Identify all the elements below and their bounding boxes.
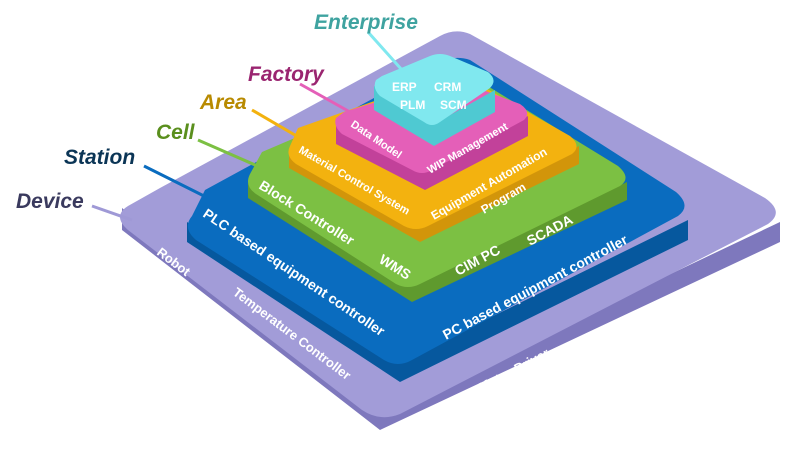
enterprise-layer-top bbox=[374, 54, 494, 125]
erp-item: ERP bbox=[392, 80, 417, 94]
factory-label: Factory bbox=[248, 63, 325, 86]
plm-item: PLM bbox=[400, 98, 425, 112]
enterprise-layer-side bbox=[374, 86, 495, 146]
area-leader bbox=[251, 108, 301, 140]
factory-leader bbox=[299, 82, 351, 114]
cell-layer-side bbox=[248, 180, 627, 302]
crm-item: CRM bbox=[434, 80, 461, 94]
enterprise-leader bbox=[366, 30, 404, 72]
enterprise-layer bbox=[374, 54, 495, 146]
factory-layer-side bbox=[336, 116, 528, 190]
cell-label: Cell bbox=[156, 121, 196, 144]
enterprise-label: Enterprise bbox=[314, 11, 418, 34]
station-leader bbox=[143, 164, 205, 198]
station-layer-side bbox=[187, 220, 688, 382]
station-label: Station bbox=[64, 146, 135, 169]
device-label: Device bbox=[16, 190, 84, 213]
area-label: Area bbox=[199, 91, 247, 114]
device-leader bbox=[91, 204, 133, 222]
leader-lines bbox=[91, 30, 404, 222]
scm-item: SCM bbox=[440, 98, 467, 112]
cell-leader bbox=[197, 138, 263, 170]
